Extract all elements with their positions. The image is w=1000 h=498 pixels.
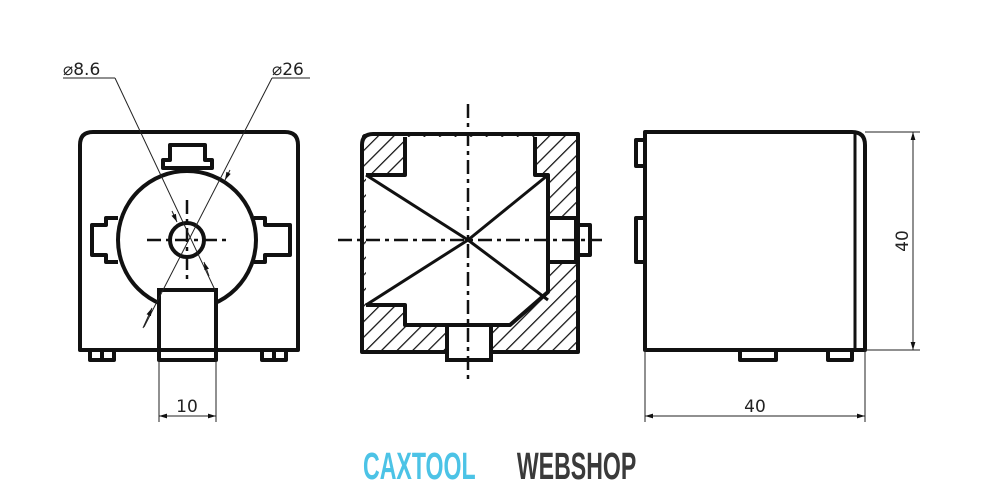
bottom-slot (157, 288, 218, 352)
front-view (63, 77, 310, 422)
hole-diameter-label: ⌀8.6 (63, 60, 100, 80)
left-tab (90, 216, 118, 264)
logo-part-caxtool: CAXTOOL (362, 446, 476, 488)
bore-diameter-label: ⌀26 (272, 60, 304, 80)
width-label: 40 (744, 397, 766, 417)
logo-part-webshop: WEBSHOP (516, 446, 637, 488)
slot-width-label: 10 (176, 397, 198, 417)
height-label: 40 (893, 230, 913, 252)
right-tab (254, 216, 292, 264)
side-view (634, 130, 920, 422)
top-tab (161, 143, 214, 170)
section-view (338, 104, 602, 382)
caxtool-logo: CAXTOOL WEBSHOP (0, 446, 1000, 489)
